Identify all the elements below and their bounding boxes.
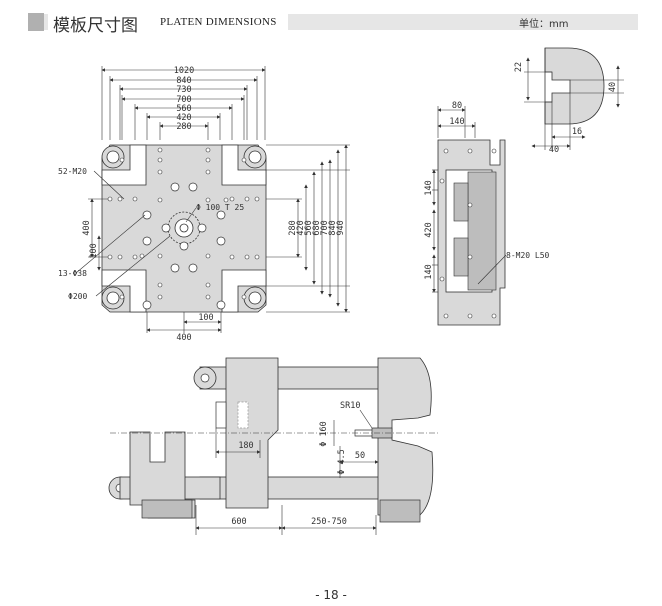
tie-bar-hole: [106, 150, 120, 164]
dim-height-420: 420: [296, 220, 306, 235]
page-title: 模板尺寸图: [53, 16, 138, 36]
tie-bar-hole: [248, 291, 262, 305]
dim-nozzle-radius: SR10: [340, 401, 360, 411]
dim-width-560: 560: [176, 104, 191, 114]
page-title-english: PLATEN DIMENSIONS: [160, 16, 277, 28]
tie-bar-hole: [248, 150, 262, 164]
slot-dim-16: 16: [572, 127, 582, 137]
callout-side-tapped-holes: 8-M20 L50: [506, 251, 550, 260]
dim-nozzle-dia: Φ 160: [319, 421, 329, 447]
side-dim-80: 80: [452, 101, 462, 111]
header-title-area: [48, 12, 288, 32]
callout-locating-ring: Φ 100 T 25: [196, 203, 244, 212]
dim-left-400: 400: [82, 220, 92, 235]
slot-detail-view: 22 40 16 40: [514, 47, 624, 155]
dim-height-840: 840: [328, 220, 338, 235]
dim-width-420: 420: [176, 113, 191, 123]
side-dim-420: 420: [424, 222, 434, 237]
dim-width-280: 280: [176, 122, 191, 132]
clamp-side-elevation: 180 SR10 Φ 160 Φ 4.5 50 600 250-750: [108, 357, 440, 535]
dim-height-560: 560: [304, 220, 314, 235]
side-dim-140-upper: 140: [424, 180, 434, 195]
side-dim-140-top: 140: [449, 117, 464, 127]
unit-label: 单位：mm: [519, 19, 569, 30]
dim-min-length-600: 600: [231, 517, 246, 527]
header-marker: [28, 13, 44, 31]
side-dim-140-lower: 140: [424, 264, 434, 279]
dim-height-940: 940: [336, 220, 346, 235]
dim-width-700: 700: [176, 95, 191, 105]
dim-height-700: 700: [320, 220, 330, 235]
page-number: - 18 -: [315, 588, 347, 602]
dim-ejector-180: 180: [238, 441, 253, 451]
dim-left-100: 100: [89, 243, 99, 258]
dim-stroke: 250-750: [311, 517, 347, 527]
dim-bottom-400: 400: [176, 333, 191, 343]
callout-nozzle-bore: Φ200: [68, 292, 87, 301]
front-platen-view: 1020 840 730 700 560 420 280: [58, 66, 350, 343]
platen-side-view: 80 140 140 420 140 8-M20 L50: [424, 101, 550, 326]
dim-small-dia: Φ 4.5: [337, 449, 347, 475]
callout-tapped-holes: 52-M20: [58, 167, 87, 176]
dim-height-280: 280: [288, 220, 298, 235]
dim-bottom-100: 100: [198, 313, 213, 323]
callout-ejector-holes: 13-Φ38: [58, 269, 87, 278]
dim-depth-50: 50: [355, 451, 365, 461]
dim-width-730: 730: [176, 85, 191, 95]
dim-width-1020: 1020: [174, 66, 194, 76]
slot-dim-40-width: 40: [549, 145, 559, 155]
slot-dim-40-height: 40: [608, 82, 618, 92]
dim-width-840: 840: [176, 76, 191, 86]
tie-bar-hole: [106, 291, 120, 305]
slot-dim-22: 22: [514, 62, 524, 72]
dim-height-680: 680: [312, 220, 322, 235]
